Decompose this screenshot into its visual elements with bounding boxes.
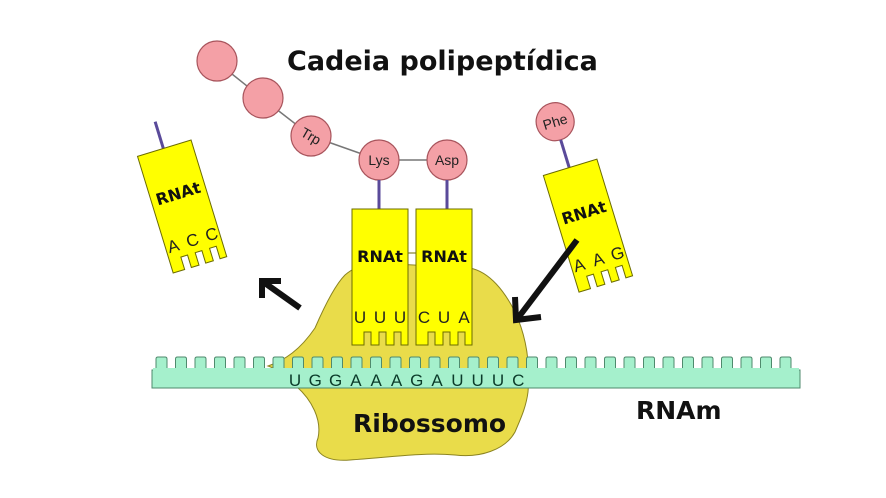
mrna-base: A — [371, 371, 383, 390]
residue-phe-label: Phe — [541, 110, 570, 133]
mrna-base: U — [451, 371, 463, 390]
residue-asp-label: Asp — [435, 152, 459, 168]
residue-2 — [242, 77, 284, 119]
residue-lys-label: Lys — [368, 152, 389, 168]
mrna-base: G — [309, 371, 322, 390]
mrna-seam — [153, 368, 799, 372]
mrna-base: A — [350, 371, 362, 390]
trna-exiting: RNAt A C C — [136, 121, 228, 274]
mrna-base: U — [492, 371, 504, 390]
mrna-base: G — [410, 371, 423, 390]
residue-trp — [290, 115, 332, 157]
anticodon-base: U — [354, 308, 366, 327]
trna-stem — [559, 139, 571, 169]
anticodon-base: C — [184, 230, 201, 252]
anticodon-base: C — [203, 224, 220, 246]
exit-arrow — [259, 278, 302, 311]
entry-arrow — [512, 238, 580, 324]
residue-1 — [196, 40, 238, 82]
anticodon-base: U — [374, 308, 386, 327]
mrna-base: A — [391, 371, 403, 390]
mrna-base: U — [289, 371, 301, 390]
trna-p-site: RNAt U U U — [351, 208, 409, 346]
anticodon-base: A — [458, 308, 470, 327]
ribosome-label: Ribossomo — [353, 409, 506, 438]
anticodon-base: C — [418, 308, 430, 327]
anticodon-base: U — [394, 308, 406, 327]
mrna-base: G — [329, 371, 342, 390]
mrna-tooth-row — [152, 356, 800, 371]
trna-entering: Phe RNAt A A G — [535, 102, 634, 293]
anticodon-base: G — [608, 243, 626, 265]
title-label: Cadeia polipeptídica — [287, 46, 598, 77]
mrna-strand — [151, 356, 801, 389]
trna-p-label: RNAt — [357, 247, 403, 266]
trna-stem — [153, 121, 165, 149]
mrna-base: U — [472, 371, 484, 390]
trna-a-site: RNAt C U A — [415, 208, 473, 346]
trna-a-label: RNAt — [421, 247, 467, 266]
mrna-label: RNAm — [636, 396, 722, 425]
mrna-base: A — [431, 371, 443, 390]
mrna-base: C — [512, 371, 524, 390]
anticodon-base: U — [438, 308, 450, 327]
